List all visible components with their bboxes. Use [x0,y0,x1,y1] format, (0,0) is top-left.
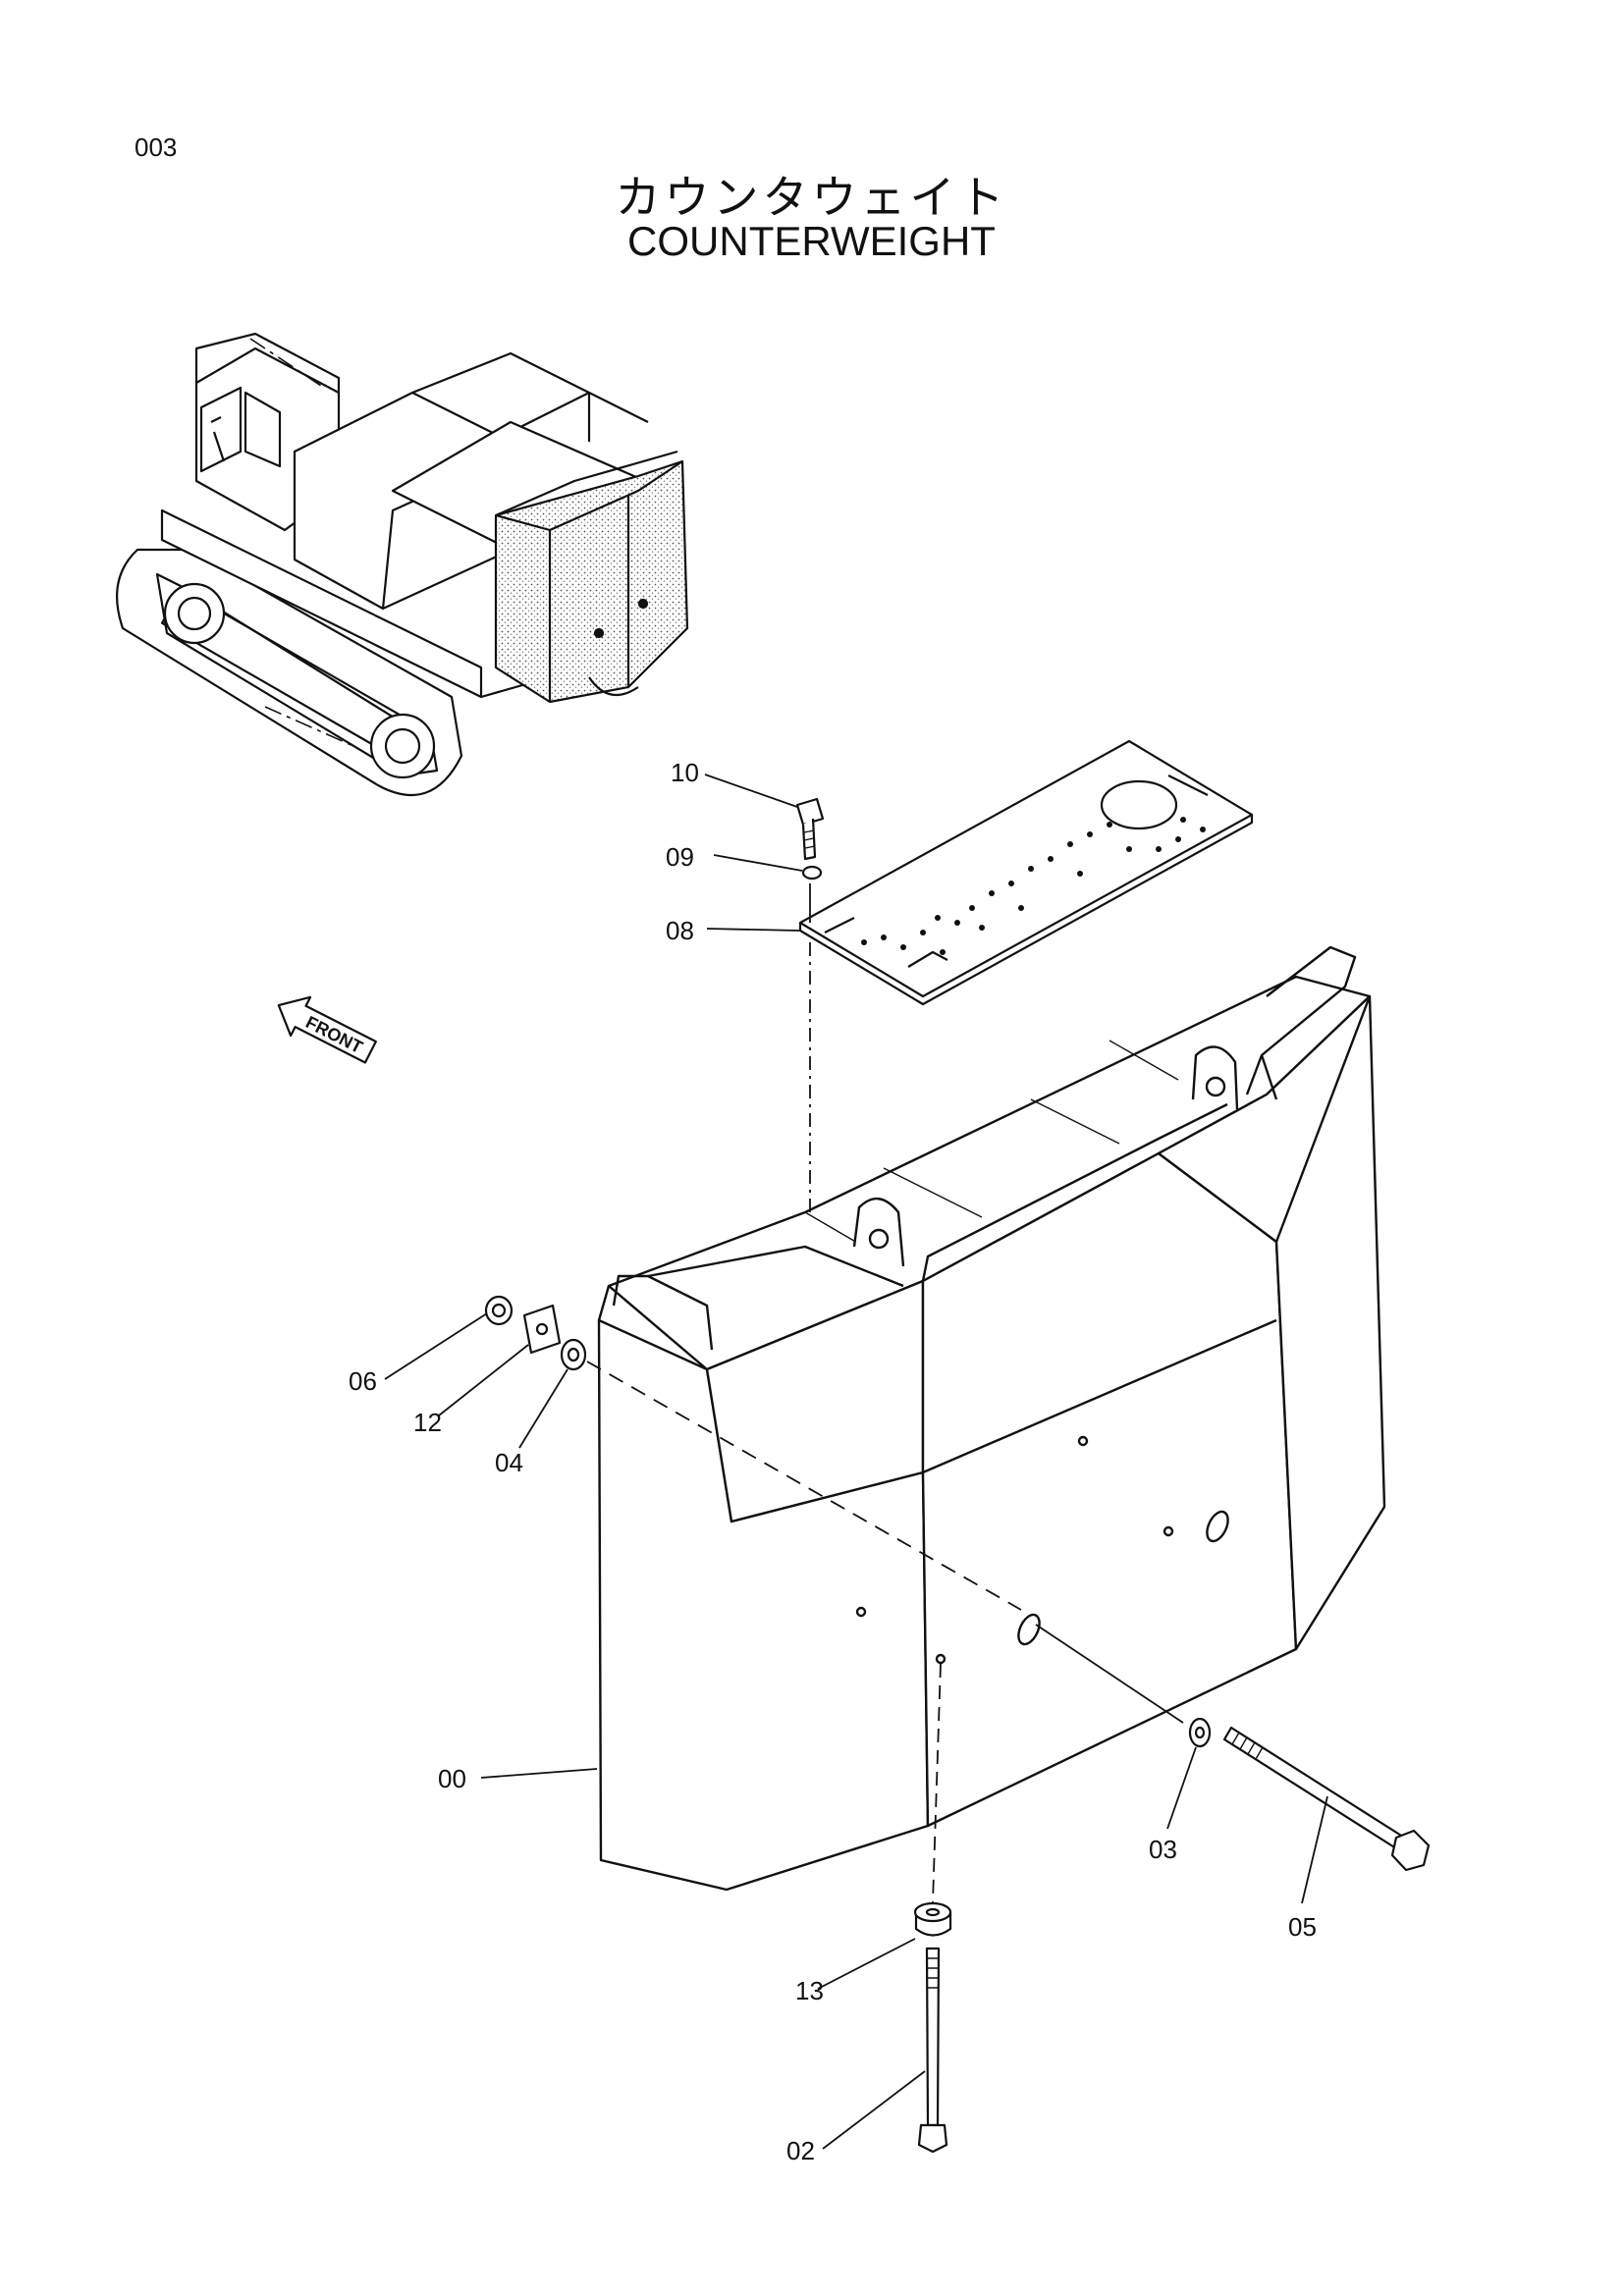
part-label-00: 00 [438,1764,466,1793]
counterweight-body-part-00 [597,945,1386,1892]
top-plate-part-08 [798,739,1254,1006]
part-labels: 10 09 08 06 12 04 00 03 05 13 02 [349,758,1317,2165]
part-label-09: 09 [666,842,694,872]
part-label-06: 06 [349,1366,377,1396]
spacer-part-13 [913,1901,952,1937]
bolt-part-02 [917,1947,948,2154]
page-title-japanese: カウンタウェイト [615,171,1008,224]
washer-part-04 [560,1338,587,1371]
assembly-lines [586,883,1184,1903]
bolt-part-10 [795,797,825,861]
nut-part-06 [484,1295,514,1326]
page-number: 003 [135,133,178,162]
front-direction-arrow: FRONT [277,995,377,1064]
part-label-05: 05 [1288,1912,1317,1942]
leader-lines [384,774,1328,2150]
part-label-12: 12 [413,1408,442,1437]
part-label-03: 03 [1149,1835,1177,1864]
excavator-overview-illustration [116,332,689,797]
part-label-04: 04 [495,1448,523,1477]
bolt-part-05 [1222,1726,1431,1872]
arrow-left-icon [277,995,377,1064]
part-label-02: 02 [786,2136,815,2165]
part-label-08: 08 [666,916,694,945]
page-title-english: COUNTERWEIGHT [627,218,996,264]
part-label-13: 13 [795,1976,824,2005]
hardware-parts [484,797,1431,2154]
plate-part-12 [522,1304,562,1355]
part-label-10: 10 [671,758,699,787]
washer-part-09 [801,865,823,881]
washer-part-03 [1188,1717,1212,1748]
